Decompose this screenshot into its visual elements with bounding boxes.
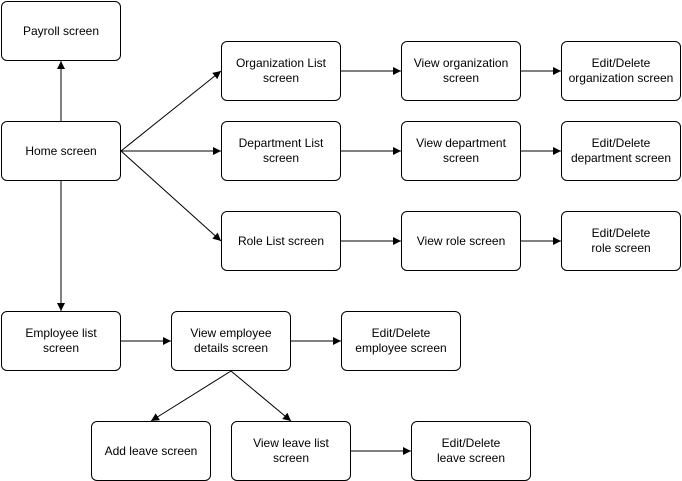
organization-list-screen-node[interactable]: Organization List screen bbox=[221, 41, 341, 101]
edit-delete-role-screen-node[interactable]: Edit/Delete role screen bbox=[561, 211, 681, 271]
view-organization-screen-node[interactable]: View organization screen bbox=[401, 41, 521, 101]
edit-delete-department-screen-node[interactable]: Edit/Delete department screen bbox=[561, 121, 681, 181]
home-screen-node[interactable]: Home screen bbox=[1, 121, 121, 181]
view-department-screen-node[interactable]: View department screen bbox=[401, 121, 521, 181]
view-employee-details-screen-node[interactable]: View employee details screen bbox=[171, 311, 291, 371]
edit-delete-employee-screen-node[interactable]: Edit/Delete employee screen bbox=[341, 311, 461, 371]
arrow-home-to-org-list bbox=[120, 70, 222, 152]
view-leave-list-screen-node[interactable]: View leave list screen bbox=[231, 421, 351, 481]
employee-list-screen-node[interactable]: Employee list screen bbox=[1, 311, 121, 371]
payroll-screen-node[interactable]: Payroll screen bbox=[1, 1, 121, 61]
arrow-emp-view-to-leave-add bbox=[150, 370, 232, 422]
view-role-screen-node[interactable]: View role screen bbox=[401, 211, 521, 271]
arrow-home-to-role-list bbox=[120, 150, 222, 242]
arrow-emp-view-to-leave-list bbox=[230, 370, 292, 422]
add-leave-screen-node[interactable]: Add leave screen bbox=[91, 421, 211, 481]
role-list-screen-node[interactable]: Role List screen bbox=[221, 211, 341, 271]
edit-delete-leave-screen-node[interactable]: Edit/Delete leave screen bbox=[411, 421, 531, 481]
department-list-screen-node[interactable]: Department List screen bbox=[221, 121, 341, 181]
edit-delete-organization-screen-node[interactable]: Edit/Delete organization screen bbox=[561, 41, 681, 101]
